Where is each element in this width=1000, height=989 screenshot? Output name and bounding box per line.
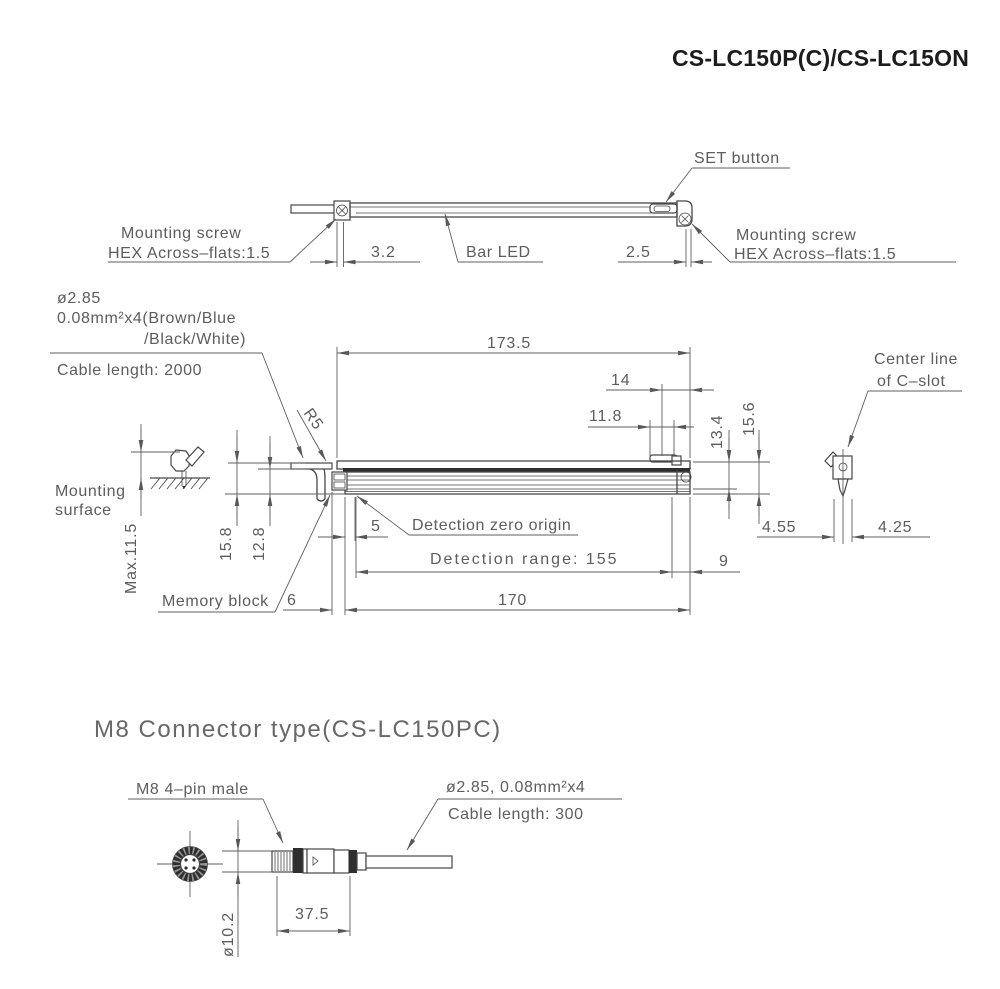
dim-max-11-5: Max.11.5: [123, 523, 140, 594]
c-slot-section: [824, 449, 853, 544]
left-screw-icon: [336, 204, 348, 217]
top-view: SET button Mounting screw HEX Across–fla…: [108, 150, 956, 267]
cable-spec-label-1: ø2.85: [57, 290, 101, 307]
clamp-body: [170, 449, 191, 472]
connector-side-view: [271, 848, 453, 874]
memory-block-label: Memory block: [162, 593, 269, 610]
detection-zero-origin-label: Detection zero origin: [412, 517, 571, 534]
dim-4-55: 4.55: [762, 519, 796, 536]
leader-mounting-screw-right: [691, 223, 731, 263]
dim-3-2: 3.2: [371, 244, 396, 261]
mounting-screw-right-label-2: HEX Across–flats:1.5: [734, 246, 896, 263]
mounting-screw-left-label-1: Mounting screw: [121, 225, 241, 242]
dim-12-8: 12.8: [251, 527, 268, 561]
end-screw-icon: [680, 471, 692, 483]
connector-band: [293, 848, 303, 873]
dim-4-25: 4.25: [878, 519, 912, 536]
pin-icon: [192, 866, 196, 870]
cable: [365, 855, 453, 869]
sensor-top-bar: [336, 460, 691, 470]
leader-mounting-screw-left: [289, 218, 337, 263]
sensor-rail: [344, 471, 691, 495]
connector-section: M8 Connector type(CS-LC150PC): [94, 716, 622, 957]
dim-2-5: 2.5: [626, 244, 651, 261]
leader-set-button: [665, 167, 693, 203]
dim-6: 6: [287, 592, 297, 609]
mounting-screw-left-label-2: HEX Across–flats:1.5: [108, 245, 270, 262]
cable-stub-top-view: [290, 204, 338, 214]
bar-led-label: Bar LED: [466, 244, 531, 261]
center-line-label-2: of C–slot: [877, 373, 946, 390]
leader-cable-spec: [261, 352, 304, 459]
mounting-surface-label-1: Mounting: [55, 483, 126, 500]
dim-r5: R5: [300, 406, 327, 434]
dim-173-5: 173.5: [487, 335, 531, 352]
set-button-label: SET button: [694, 150, 780, 167]
dim-15-6: 15.6: [741, 402, 758, 436]
dim-13-4: 13.4: [709, 415, 726, 449]
page-title: CS-LC150P(C)/CS-LC15ON: [672, 45, 969, 71]
c-slot-body: [832, 455, 853, 480]
clamp-handle: [185, 446, 205, 467]
dim-37-5: 37.5: [295, 906, 329, 923]
dim-15-8: 15.8: [218, 527, 235, 561]
leader-r5: [296, 409, 327, 462]
memory-block-shape: [331, 471, 348, 491]
dark-band: [343, 468, 690, 472]
pin-icon: [184, 858, 188, 862]
cable-stub-side-view: [290, 462, 333, 470]
side-view: ø2.85 0.08mm²x4(Brown/Blue /Black/White)…: [50, 290, 962, 615]
dim-5: 5: [371, 518, 381, 535]
clamp-view: [150, 446, 210, 490]
dim-170: 170: [498, 592, 527, 609]
leader-m8-connector: [262, 798, 284, 844]
leader-detection-zero: [356, 495, 410, 536]
sensor-bar-top-view: [349, 202, 678, 218]
pin-icon: [192, 858, 196, 862]
strain-relief: [356, 852, 367, 871]
cable-spec-label-3: /Black/White): [144, 331, 246, 348]
pin-icon: [184, 866, 188, 870]
connector-cable-spec-label: ø2.85, 0.08mm²x4: [446, 779, 585, 796]
detection-range-label: Detection range: 155: [430, 551, 619, 568]
right-screw-icon: [678, 212, 692, 226]
dim-11-8: 11.8: [589, 408, 622, 425]
leader-cable-300: [406, 798, 439, 851]
connector-band-2: [349, 850, 357, 873]
leader-bar-led: [444, 213, 459, 263]
center-line-label-1: Center line: [874, 351, 958, 368]
cable-length-label: Cable length: 2000: [57, 362, 202, 379]
mounting-screw-right-label-1: Mounting screw: [736, 227, 856, 244]
m8-connector-label: M8 4–pin male: [136, 781, 249, 798]
right-end-cap: [676, 200, 693, 227]
connector-body: [306, 848, 335, 874]
connector-section-title: M8 Connector type(CS-LC150PC): [94, 716, 502, 743]
orientation-marker-icon: [312, 856, 319, 866]
mounting-surface-label-2: surface: [55, 502, 112, 519]
cable-spec-label-2: 0.08mm²x4(Brown/Blue: [57, 310, 236, 327]
cable-bend: [309, 468, 318, 499]
leader-memory-block: [274, 494, 331, 613]
dim-10-2: ø10.2: [220, 912, 237, 957]
connector-cable-length-label: Cable length: 300: [448, 806, 584, 823]
dim-9: 9: [719, 553, 729, 570]
dim-14: 14: [611, 372, 630, 389]
connector-front-view: [157, 831, 223, 897]
leader-center-line: [847, 390, 869, 448]
